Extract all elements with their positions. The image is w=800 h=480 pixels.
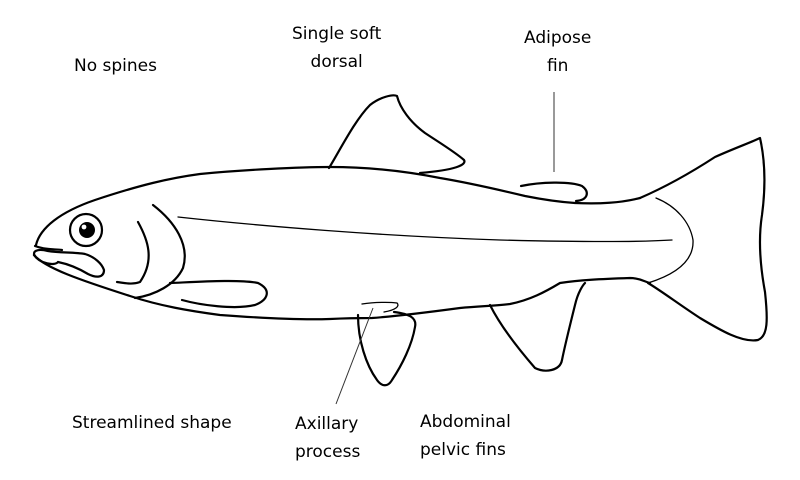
label-adipose-fin: Adipose fin <box>524 28 592 76</box>
label-abdominal-pelvic-fins: Abdominal pelvic fins <box>420 412 511 460</box>
dorsal-fin <box>327 94 466 175</box>
label-no-spines: No spines <box>74 56 157 76</box>
pectoral-fin <box>168 279 268 309</box>
caudal-fin <box>638 136 768 342</box>
pelvic-fin <box>356 310 417 387</box>
label-axillary-process: Axillary process <box>295 414 361 462</box>
eye-pupil <box>79 222 95 238</box>
adipose-fin <box>519 181 588 203</box>
caudal-peduncle-line <box>647 197 694 284</box>
lateral-line <box>177 216 673 243</box>
label-streamlined-shape: Streamlined shape <box>72 413 232 433</box>
label-single-soft-dorsal: Single soft dorsal <box>292 24 382 72</box>
axillary-leader-line <box>335 307 374 405</box>
head <box>32 203 186 300</box>
fish-body-outline <box>32 165 652 321</box>
anal-fin <box>488 281 587 372</box>
axillary-process <box>361 301 399 313</box>
